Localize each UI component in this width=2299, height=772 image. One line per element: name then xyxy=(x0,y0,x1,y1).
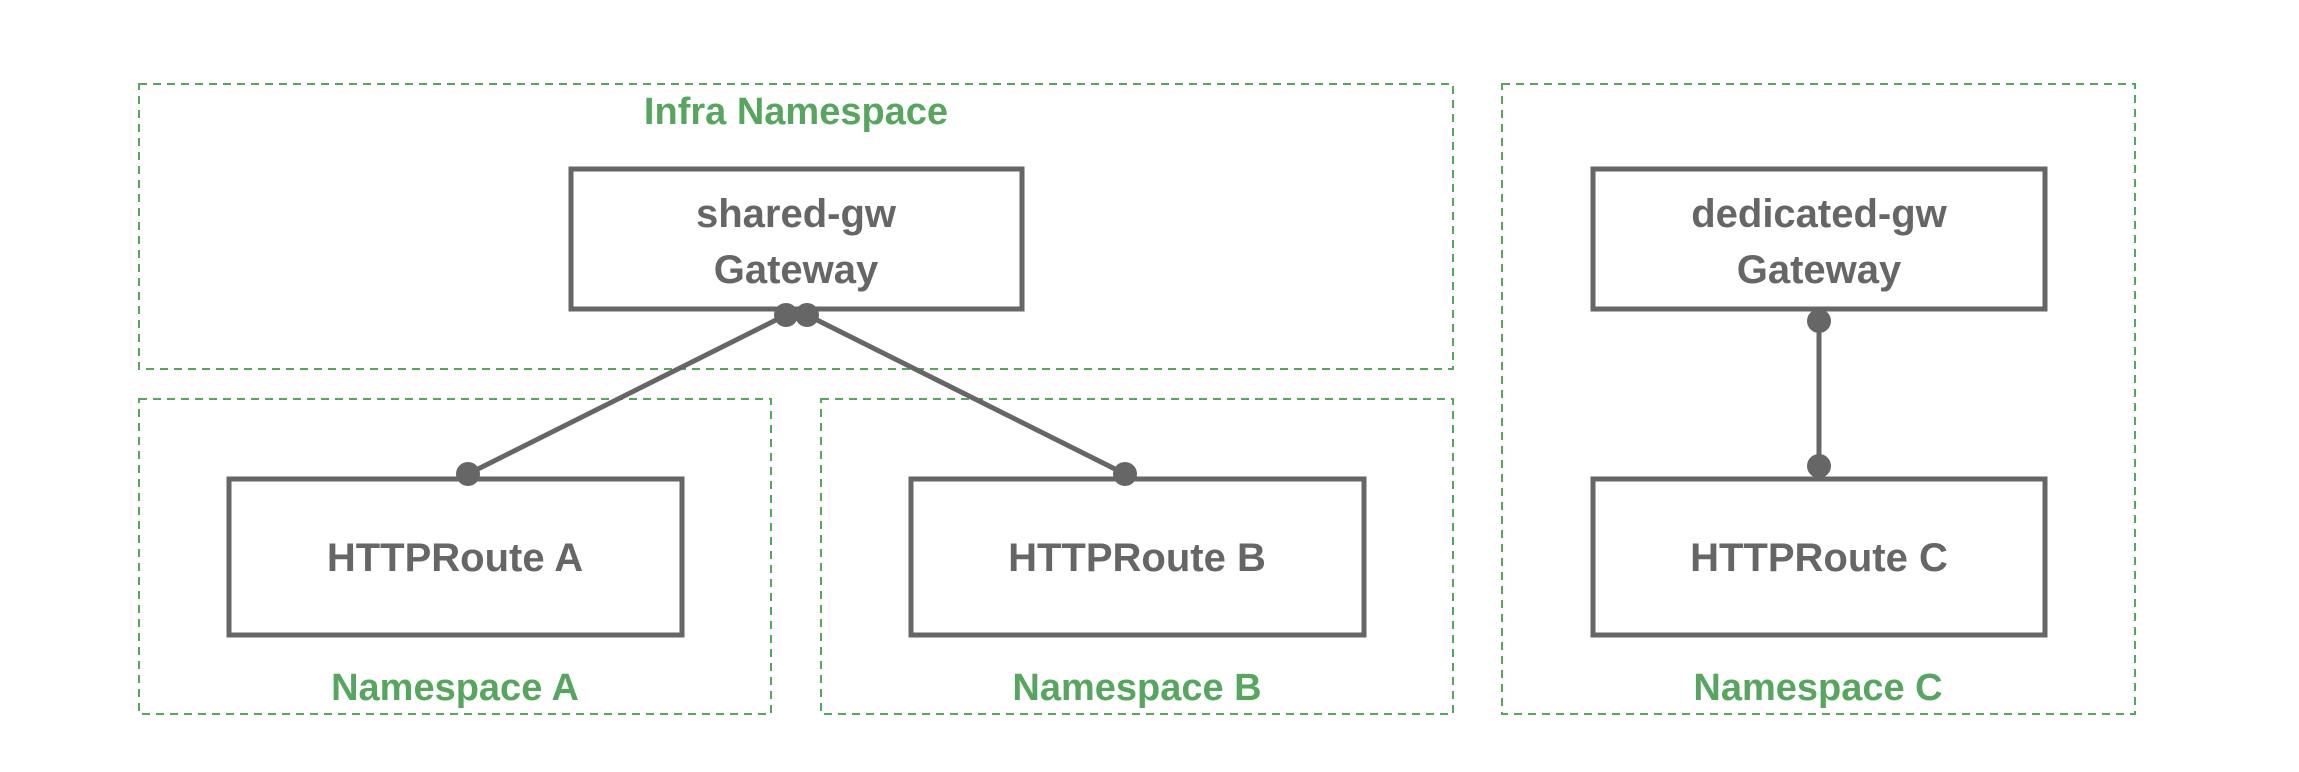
shared-gw-port-b-dot xyxy=(795,303,819,327)
namespace-a-label: Namespace A xyxy=(331,667,579,709)
httproute-a-box xyxy=(226,476,685,638)
namespace-b-boundary xyxy=(820,398,1454,715)
edge-shared-gw-to-route-a xyxy=(466,312,788,477)
httproute-a-node: HTTPRoute A xyxy=(226,476,685,638)
namespace-b-label: Namespace B xyxy=(1012,667,1261,709)
dedicated-gw-box xyxy=(1590,166,2048,312)
httproute-c-node: HTTPRoute C xyxy=(1590,476,2048,638)
httproute-a-label: HTTPRoute A xyxy=(327,536,583,580)
httproute-b-port-dot xyxy=(1113,462,1137,486)
infra-namespace-boundary xyxy=(138,83,1454,370)
httproute-b-box xyxy=(908,476,1367,638)
shared-gw-kind: Gateway xyxy=(714,248,879,292)
shared-gw-box xyxy=(568,166,1025,312)
httproute-b-node: HTTPRoute B xyxy=(908,476,1367,638)
httproute-c-box xyxy=(1590,476,2048,638)
dedicated-gw-node: dedicated-gw Gateway xyxy=(1590,166,2048,312)
edge-shared-gw-to-route-b xyxy=(805,312,1127,477)
shared-gw-name: shared-gw xyxy=(696,192,897,236)
infra-namespace-label: Infra Namespace xyxy=(644,91,948,133)
namespace-a-boundary xyxy=(138,398,772,715)
dedicated-gw-name: dedicated-gw xyxy=(1691,192,1947,236)
httproute-b-label: HTTPRoute B xyxy=(1008,536,1266,580)
httproute-a-port-dot xyxy=(456,462,480,486)
dedicated-gw-port-dot xyxy=(1807,309,1831,333)
shared-gw-port-a-dot xyxy=(774,303,798,327)
httproute-c-port-dot xyxy=(1807,454,1831,478)
namespace-c-label: Namespace C xyxy=(1693,667,1942,709)
shared-gw-node: shared-gw Gateway xyxy=(568,166,1025,312)
dedicated-gw-kind: Gateway xyxy=(1737,248,1902,292)
httproute-c-label: HTTPRoute C xyxy=(1690,536,1948,580)
